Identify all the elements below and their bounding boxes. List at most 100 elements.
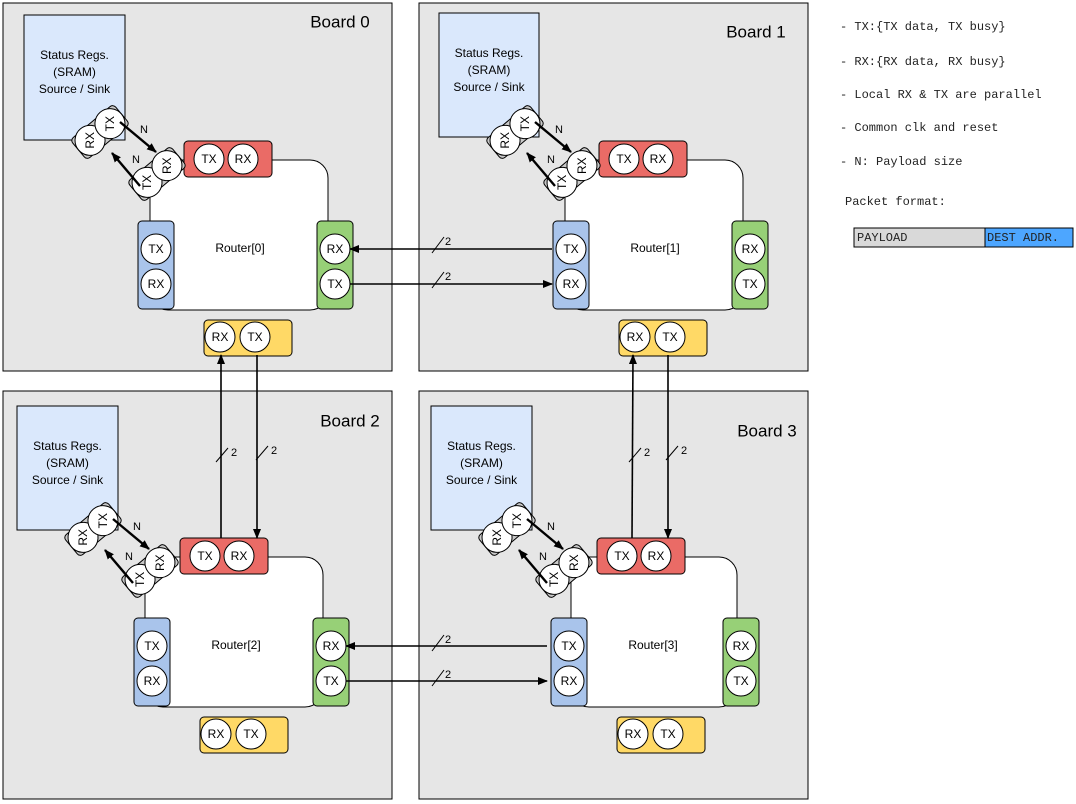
west-tx-label: TX <box>144 639 159 653</box>
north-tx: TX <box>193 143 225 175</box>
east-tx: TX <box>725 665 757 697</box>
payload-width-label-b: N <box>132 154 140 166</box>
note-2: - Local RX & TX are parallel <box>840 88 1042 102</box>
local-arrow-up <box>111 152 141 187</box>
south-rx-circle <box>200 718 232 750</box>
east-tx: TX <box>319 268 351 300</box>
south-rx: RX <box>204 321 236 353</box>
north-rx-circle <box>642 143 674 175</box>
local-router-rx: RX <box>144 547 176 579</box>
east-rx-label: RX <box>323 639 340 653</box>
local-sram-tx-circle <box>94 108 126 140</box>
north-rx-label: RX <box>231 549 248 563</box>
local-sram-tx: TX <box>509 108 541 140</box>
local-arrow-down <box>526 518 564 550</box>
east-rx-label: RX <box>742 242 759 256</box>
west-tx: TX <box>136 630 168 662</box>
south-tx: TX <box>239 321 271 353</box>
west-tx-label: TX <box>148 242 163 256</box>
east-tx-label: TX <box>742 277 757 291</box>
packet-dest-field <box>984 227 1074 248</box>
status-regs-line3: Source / Sink <box>446 473 518 487</box>
south-rx: RX <box>619 321 651 353</box>
north-rx-circle <box>640 540 672 572</box>
local-sram-rx-label: RX <box>76 529 90 546</box>
local-sram-tx-label: TX <box>96 513 110 528</box>
payload-width-label-b: N <box>547 154 555 166</box>
board-3-label: Board 3 <box>737 422 797 441</box>
status-regs-line3: Source / Sink <box>39 82 111 96</box>
local-sram-tx-label: TX <box>510 513 524 528</box>
south-tx: TX <box>235 718 267 750</box>
north-tx: TX <box>606 540 638 572</box>
link-r1-to-r3-width: 2 <box>681 445 687 457</box>
link-r2-to-r0-tick <box>215 447 229 463</box>
south-tx-label: TX <box>243 727 258 741</box>
link-r2-to-r0-width: 2 <box>231 447 237 459</box>
packet-dest-label: DEST ADDR. <box>987 231 1059 245</box>
local-router-rx-label: RX <box>567 554 581 571</box>
north-rx: RX <box>227 143 259 175</box>
packet-payload-label: PAYLOAD <box>857 231 907 245</box>
south-tx-label: TX <box>662 330 677 344</box>
north-rx-circle <box>223 540 255 572</box>
router-body <box>149 159 329 311</box>
local-arrow-down <box>112 518 150 550</box>
east-rx-circle <box>734 233 766 265</box>
south-tx-circle <box>652 718 684 750</box>
local-router-rx: RX <box>566 150 598 182</box>
north-tx-circle <box>608 143 640 175</box>
local-router-rx: RX <box>151 150 183 182</box>
south-rx: RX <box>617 718 649 750</box>
local-arrow-up <box>526 152 556 187</box>
payload-width-label-b: N <box>125 551 133 563</box>
east-rx: RX <box>734 233 766 265</box>
south-rx-circle <box>617 718 649 750</box>
east-rx-circle <box>725 630 757 662</box>
south-tx-circle <box>239 321 271 353</box>
local-arrow-up <box>104 549 134 584</box>
link-r0-to-r1-width: 2 <box>445 271 451 283</box>
status-regs-line2: (SRAM) <box>46 456 89 470</box>
link-r1-to-r3-tick <box>665 445 679 461</box>
north-tx-circle <box>606 540 638 572</box>
local-arrow-up <box>518 549 548 584</box>
west-rx-circle <box>140 268 172 300</box>
north-rx: RX <box>223 540 255 572</box>
south-rx-label: RX <box>627 330 644 344</box>
local-sram-tx: TX <box>94 108 126 140</box>
local-router-rx: RX <box>558 547 590 579</box>
status-regs-line3: Source / Sink <box>453 80 525 94</box>
status-regs-line2: (SRAM) <box>468 63 511 77</box>
local-sram-tx-label: TX <box>518 116 532 131</box>
west-tx-circle <box>140 233 172 265</box>
west-rx-label: RX <box>563 277 580 291</box>
local-router-rx-label: RX <box>575 157 589 174</box>
status-regs-line1: Status Regs. <box>455 46 524 60</box>
router-label: Router[1] <box>630 241 679 255</box>
router-label: Router[3] <box>628 638 677 652</box>
local-router-tx-label: TX <box>555 175 569 190</box>
east-rx: RX <box>319 233 351 265</box>
payload-width-label-a: N <box>555 124 563 136</box>
east-rx-label: RX <box>327 242 344 256</box>
local-sram-tx: TX <box>501 505 533 537</box>
local-router-rx-circle <box>144 547 176 579</box>
note-1: - RX:{RX data, RX busy} <box>840 55 1006 69</box>
notes-layer: - TX:{TX data, TX busy}- RX:{RX data, RX… <box>840 20 1074 248</box>
north-rx: RX <box>640 540 672 572</box>
north-rx-circle <box>227 143 259 175</box>
south-tx-label: TX <box>660 727 675 741</box>
local-router-tx-label: TX <box>547 572 561 587</box>
local-sram-tx-circle <box>509 108 541 140</box>
south-tx-circle <box>654 321 686 353</box>
west-rx-label: RX <box>144 674 161 688</box>
status-regs-line1: Status Regs. <box>447 439 516 453</box>
local-sram-tx-circle <box>87 505 119 537</box>
south-rx: RX <box>200 718 232 750</box>
south-rx-label: RX <box>208 727 225 741</box>
